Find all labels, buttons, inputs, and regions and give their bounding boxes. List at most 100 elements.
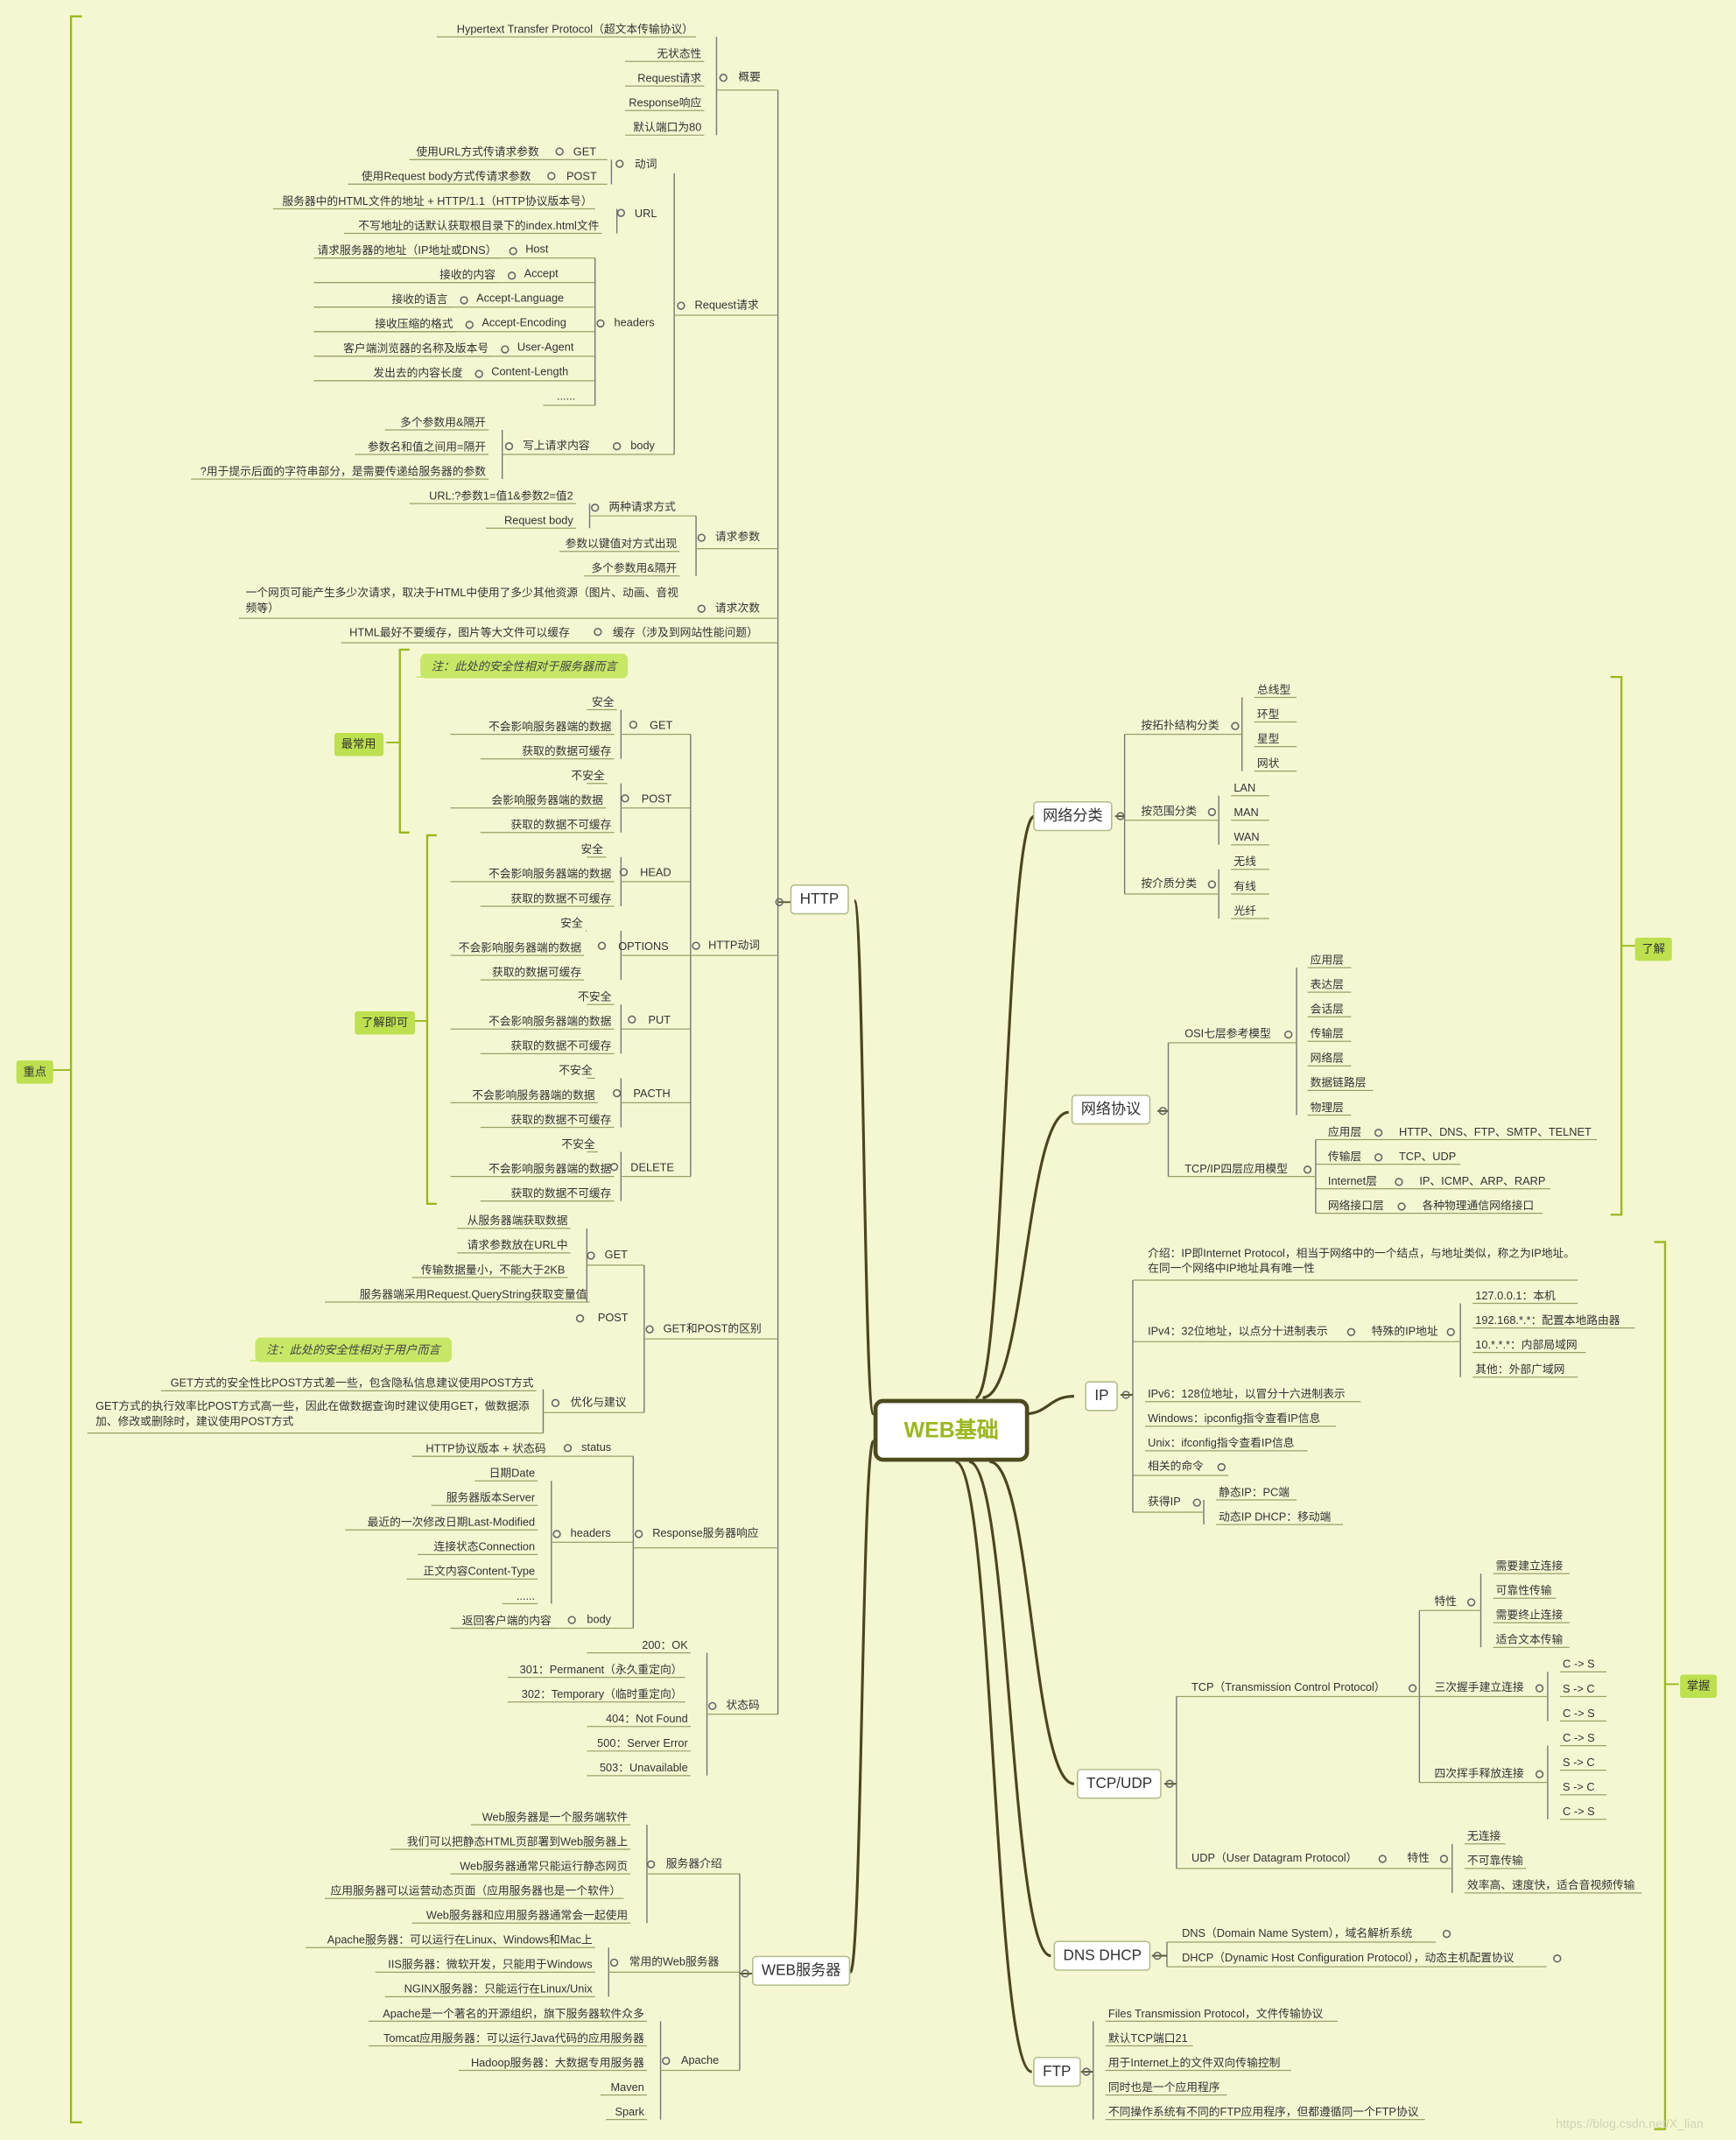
collapse-circle-icon[interactable] — [1284, 1030, 1293, 1039]
collapse-circle-icon[interactable] — [634, 1530, 643, 1538]
collapse-circle-icon[interactable] — [587, 1251, 595, 1260]
collapse-circle-icon[interactable] — [1231, 722, 1240, 730]
collapse-circle-icon[interactable] — [1121, 1390, 1130, 1399]
collapse-circle-icon[interactable] — [1378, 1855, 1387, 1863]
collapse-circle-icon[interactable] — [551, 1398, 560, 1408]
node-protocol-osi-items-0: 应用层 — [1310, 954, 1344, 967]
collapse-circle-icon[interactable] — [1446, 1327, 1455, 1336]
node-http-request-headers-label: headers — [614, 316, 655, 329]
node-http-params-req-body: Request body — [504, 514, 573, 527]
branch-tcp-udp[interactable]: TCP/UDP — [1077, 1769, 1163, 1799]
collapse-circle-icon[interactable] — [474, 370, 483, 378]
branch-ip[interactable]: IP — [1085, 1381, 1119, 1411]
node-http-request-headers-items-5-desc: 发出去的内容长度 — [373, 367, 463, 380]
collapse-circle-icon[interactable] — [628, 1015, 636, 1024]
collapse-circle-icon[interactable] — [615, 159, 624, 168]
collapse-circle-icon[interactable] — [1207, 880, 1217, 889]
node-http-request-headers-items-3-key: Accept-Encoding — [481, 316, 566, 329]
node-http-request-headers-items-0-key: Host — [525, 243, 549, 256]
node-ftp-items-4: 不同操作系统有不同的FTP应用程序，但都遵循同一个FTP协议 — [1107, 2106, 1419, 2119]
collapse-circle-icon[interactable] — [697, 604, 706, 613]
collapse-circle-icon[interactable] — [1165, 1779, 1174, 1788]
collapse-circle-icon[interactable] — [460, 296, 468, 305]
node-webserver-common-items-1: IIS服务器：微软开发，只能用于Windows — [388, 1958, 593, 1971]
collapse-circle-icon[interactable] — [1346, 1327, 1356, 1336]
collapse-circle-icon[interactable] — [1439, 1855, 1449, 1863]
collapse-circle-icon[interactable] — [591, 503, 600, 512]
collapse-circle-icon[interactable] — [1374, 1129, 1383, 1137]
tag-understand: 了解 — [1634, 937, 1672, 961]
node-http-request-headers-items-4-key: User-Agent — [517, 341, 574, 354]
collapse-circle-icon[interactable] — [677, 301, 685, 310]
collapse-circle-icon[interactable] — [507, 271, 517, 280]
node-protocol-tcpip-items-1-layer: 传输层 — [1327, 1150, 1362, 1164]
collapse-circle-icon[interactable] — [609, 1163, 619, 1172]
collapse-circle-icon[interactable] — [1217, 1462, 1226, 1472]
collapse-circle-icon[interactable] — [612, 1088, 622, 1098]
collapse-circle-icon[interactable] — [1535, 1770, 1544, 1778]
branch-http[interactable]: HTTP — [790, 884, 849, 915]
node-network-class-range-items-1: MAN — [1233, 806, 1259, 820]
collapse-circle-icon[interactable] — [594, 628, 602, 637]
collapse-circle-icon[interactable] — [501, 345, 510, 354]
node-ip-special-items-0: 127.0.0.1：本机 — [1475, 1289, 1556, 1302]
collapse-circle-icon[interactable] — [567, 1616, 576, 1624]
collapse-circle-icon[interactable] — [563, 1444, 573, 1453]
collapse-circle-icon[interactable] — [646, 1860, 656, 1869]
collapse-circle-icon[interactable] — [621, 794, 629, 803]
node-network-class-topology-items-1: 环型 — [1256, 707, 1280, 721]
branch-protocol[interactable]: 网络协议 — [1071, 1095, 1151, 1125]
collapse-circle-icon[interactable] — [629, 720, 638, 729]
collapse-circle-icon[interactable] — [597, 941, 607, 950]
tag-master: 掌握 — [1680, 1674, 1718, 1699]
collapse-circle-icon[interactable] — [1408, 1684, 1417, 1693]
collapse-circle-icon[interactable] — [662, 2056, 671, 2066]
collapse-circle-icon[interactable] — [1303, 1165, 1312, 1174]
collapse-circle-icon[interactable] — [645, 1325, 654, 1334]
collapse-circle-icon[interactable] — [609, 1958, 619, 1968]
node-tcpudp-udp-items-2: 效率高、速度快，适合音视频传输 — [1466, 1879, 1635, 1892]
collapse-circle-icon[interactable] — [1442, 1930, 1451, 1939]
collapse-circle-icon[interactable] — [575, 1314, 585, 1323]
collapse-circle-icon[interactable] — [708, 1701, 717, 1711]
collapse-circle-icon[interactable] — [552, 1530, 561, 1538]
collapse-circle-icon[interactable] — [465, 320, 474, 329]
collapse-circle-icon[interactable] — [719, 74, 727, 82]
collapse-circle-icon[interactable] — [1374, 1153, 1383, 1162]
collapse-circle-icon[interactable] — [775, 898, 784, 906]
collapse-circle-icon[interactable] — [596, 319, 605, 328]
collapse-circle-icon[interactable] — [1158, 1107, 1167, 1116]
collapse-circle-icon[interactable] — [1395, 1178, 1403, 1186]
node-http-params-two-ways: 两种请求方式 — [608, 501, 676, 514]
collapse-circle-icon[interactable] — [1535, 1684, 1544, 1693]
root-node[interactable]: WEB基础 — [873, 1398, 1030, 1462]
collapse-circle-icon[interactable] — [1153, 1951, 1162, 1960]
branch-web-server[interactable]: WEB服务器 — [752, 1955, 851, 1986]
node-protocol-osi-items-3: 传输层 — [1310, 1027, 1344, 1040]
node-http-getpost-get-items-1: 请求参数放在URL中 — [467, 1239, 568, 1252]
collapse-circle-icon[interactable] — [1553, 1954, 1562, 1963]
collapse-circle-icon[interactable] — [1116, 812, 1125, 820]
branch-network-class[interactable]: 网络分类 — [1033, 800, 1113, 832]
collapse-circle-icon[interactable] — [616, 208, 626, 217]
node-http-getpost-get-items-0: 从服务器端获取数据 — [467, 1214, 568, 1228]
collapse-circle-icon[interactable] — [509, 247, 517, 256]
collapse-circle-icon[interactable] — [697, 533, 706, 542]
branch-dns-dhcp[interactable]: DNS DHCP — [1053, 1940, 1151, 1971]
branch-ftp[interactable]: FTP — [1033, 2056, 1081, 2087]
collapse-circle-icon[interactable] — [692, 941, 700, 950]
collapse-circle-icon[interactable] — [1192, 1498, 1201, 1507]
collapse-circle-icon[interactable] — [1082, 2067, 1091, 2076]
collapse-circle-icon[interactable] — [1397, 1202, 1406, 1211]
collapse-circle-icon[interactable] — [547, 172, 556, 180]
collapse-circle-icon[interactable] — [1466, 1598, 1476, 1607]
collapse-circle-icon[interactable] — [741, 1969, 749, 1978]
collapse-circle-icon[interactable] — [1207, 807, 1217, 817]
collapse-circle-icon[interactable] — [619, 868, 629, 876]
collapse-circle-icon[interactable] — [612, 442, 622, 451]
collapse-circle-icon[interactable] — [504, 442, 514, 451]
collapse-circle-icon[interactable] — [555, 147, 564, 156]
node-http-methods-label: HTTP动词 — [708, 939, 760, 952]
node-http-methods-3-impact: 不会影响服务器端的数据 — [458, 941, 582, 954]
node-ftp-items-0: Files Transmission Protocol，文件传输协议 — [1107, 2007, 1324, 2020]
